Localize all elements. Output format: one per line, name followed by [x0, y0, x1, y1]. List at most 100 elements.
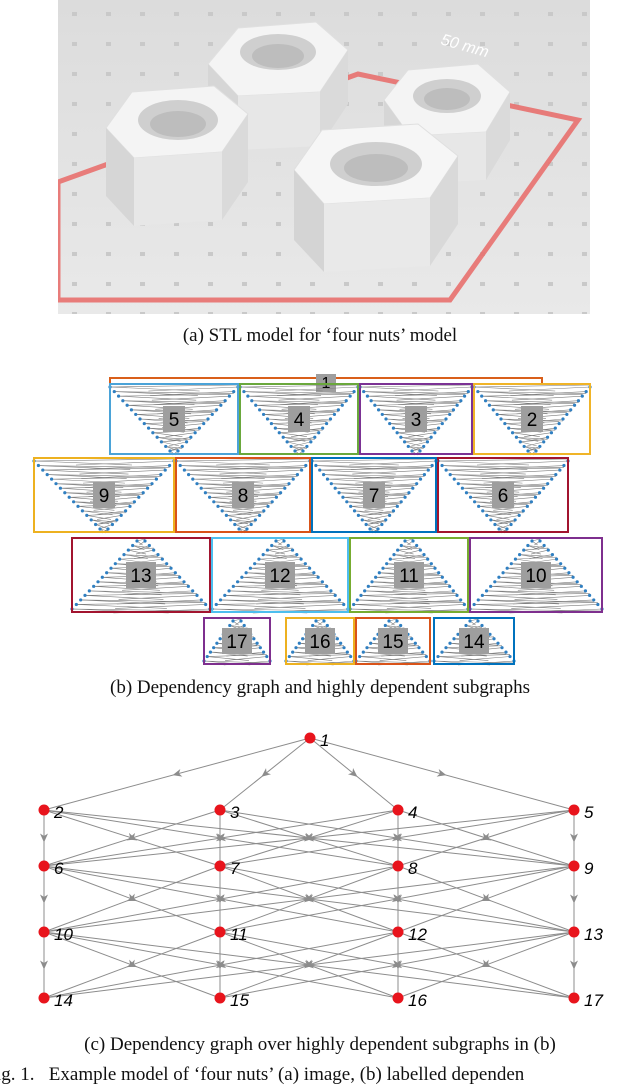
figure-caption: ig. 1. Example model of ‘four nuts’ (a) …: [0, 1064, 525, 1085]
subgraph-13: 13: [70, 537, 212, 614]
node-dot: [214, 926, 226, 938]
node-dot: [214, 860, 226, 872]
edge-1-4: [309, 737, 399, 811]
dag-edges: [40, 737, 578, 999]
node-dot: [568, 804, 580, 816]
subgraph-label: 4: [294, 410, 305, 431]
edge-13-14: [43, 931, 575, 999]
subgraph-label-bg: [378, 628, 408, 654]
edge-arrowhead: [216, 960, 227, 969]
node-label: 13: [584, 925, 603, 944]
mesh-nodes: [70, 539, 212, 611]
subgraph-label: 13: [130, 566, 151, 587]
mesh-lines: [239, 384, 359, 456]
edge-13-15: [219, 931, 575, 999]
node-dot: [304, 732, 316, 744]
subgraph-label: 16: [309, 632, 330, 653]
edge-arrowhead: [481, 832, 492, 841]
stl-render-panel: 50 mm: [55, 0, 590, 314]
edge-11-14: [43, 931, 221, 999]
edge-9-11: [219, 865, 575, 933]
subgraph-label-bg: [305, 628, 335, 654]
subgraph-label: 12: [269, 566, 290, 587]
edge-8-10: [43, 865, 399, 933]
edge-5-6: [43, 809, 575, 867]
node-dot: [392, 860, 404, 872]
subgraph-label: 3: [411, 410, 422, 431]
edge-arrowhead: [304, 894, 314, 903]
node-label: 3: [230, 803, 240, 822]
edge-2-6: [40, 810, 48, 866]
node-dot: [214, 804, 226, 816]
node-label: 1: [320, 731, 329, 750]
edge-arrowhead: [570, 960, 578, 970]
subgraph-label-bg: [405, 406, 427, 432]
node-dot: [568, 926, 580, 938]
edge-10-14: [40, 932, 48, 998]
subgraph-label-bg: [288, 406, 310, 432]
subgraph-box: [359, 383, 473, 455]
node-1: 1: [304, 731, 329, 750]
subgraph-box: [433, 617, 515, 665]
subgraph-label: 8: [238, 486, 249, 507]
subgraph-label: 10: [525, 566, 546, 587]
edge-5-8: [397, 809, 575, 867]
subgraph-10: 10: [468, 537, 604, 614]
subgraph-label-bg: [163, 406, 185, 432]
node-17: 17: [568, 991, 603, 1010]
node-7: 7: [214, 859, 240, 878]
edge-arrowhead: [347, 768, 358, 777]
subgraph-label: 11: [399, 566, 419, 587]
node-dot: [38, 992, 50, 1004]
node-label: 9: [584, 859, 594, 878]
edge-arrowhead: [392, 833, 403, 842]
edge-arrowhead: [392, 894, 403, 903]
edge-9-12: [397, 865, 575, 933]
subgraph-label: 17: [226, 632, 247, 653]
subgraph-17: 17: [202, 617, 272, 666]
subgraph-box: [33, 457, 175, 533]
edge-5-9: [570, 810, 578, 866]
node-14: 14: [38, 991, 73, 1010]
node-label: 14: [54, 991, 73, 1010]
subgraph-label-bg: [126, 562, 156, 588]
panel-c-caption: (c) Dependency graph over highly depende…: [84, 1034, 556, 1055]
node-label: 8: [408, 859, 418, 878]
panel-b-caption: (b) Dependency graph and highly dependen…: [110, 677, 530, 698]
subgraph-3: 3: [358, 383, 474, 456]
edge-arrowhead: [481, 893, 492, 902]
edge-1-2: [43, 737, 311, 811]
edge-arrowhead: [40, 833, 48, 843]
subgraph-label-bg: [93, 482, 115, 508]
mesh-nodes: [436, 459, 570, 531]
subgraph-label-bg: [265, 562, 295, 588]
node-3: 3: [214, 803, 240, 822]
node-label: 17: [584, 991, 603, 1010]
node-16: 16: [392, 991, 427, 1010]
node-label: 11: [230, 925, 248, 944]
node-label: 5: [584, 803, 594, 822]
subgraph-9: 9: [32, 457, 176, 534]
edge-7-10: [43, 865, 221, 933]
mesh-nodes: [210, 539, 350, 611]
nut-left: [105, 85, 249, 226]
node-label: 16: [408, 991, 427, 1010]
edge-arrowhead: [570, 833, 578, 843]
subgraph-box: [285, 617, 355, 665]
subgraph-7: 7: [310, 457, 438, 534]
subgraph-box: [469, 537, 603, 613]
mesh-lines: [437, 458, 569, 534]
subgraph-label-bg: [459, 628, 489, 654]
subgraph-2: 2: [472, 383, 592, 456]
subgraph-label: 7: [369, 486, 380, 507]
edge-1-5: [309, 737, 575, 811]
node-8: 8: [392, 859, 418, 878]
mesh-nodes: [358, 385, 474, 453]
edge-1-3: [219, 737, 311, 811]
subgraph-label-bg: [222, 628, 252, 654]
node-dot: [38, 926, 50, 938]
edge-arrowhead: [40, 894, 48, 904]
